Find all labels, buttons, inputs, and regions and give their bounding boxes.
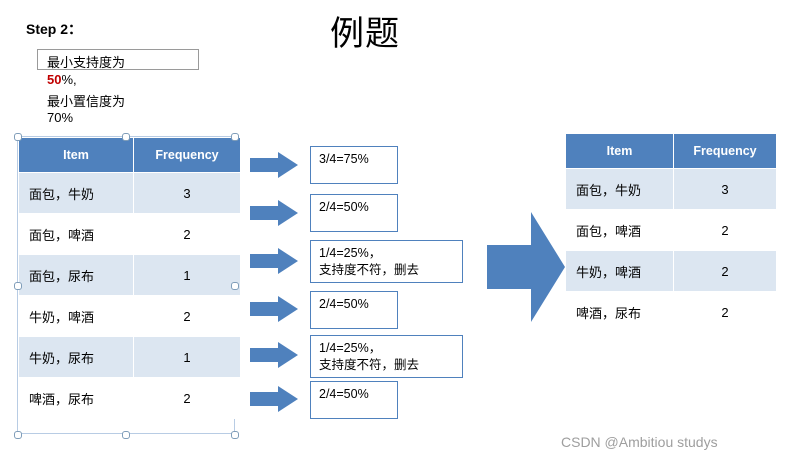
watermark-text: CSDN @Ambitiou studys xyxy=(561,434,718,450)
table-header-row: Item Frequency xyxy=(565,133,777,169)
cell-frequency: 2 xyxy=(673,209,777,251)
table-row: 面包，啤酒 2 xyxy=(565,209,777,251)
cell-item: 牛奶，尿布 xyxy=(18,336,134,378)
table-row: 面包，牛奶 3 xyxy=(565,168,777,210)
result-box-6: 2/4=50% xyxy=(310,381,398,419)
table-row: 啤酒，尿布 2 xyxy=(18,377,241,419)
confidence-line: 最小置信度为 xyxy=(47,94,126,109)
table-header-row: Item Frequency xyxy=(18,137,241,173)
resize-handle-bottom-right[interactable] xyxy=(231,431,239,439)
right-table-header-frequency: Frequency xyxy=(673,133,777,169)
cell-item: 牛奶，啤酒 xyxy=(18,295,134,337)
left-table-container[interactable]: Item Frequency 面包，牛奶 3 面包，啤酒 2 面包，尿布 1 牛… xyxy=(17,136,241,434)
cell-frequency: 1 xyxy=(133,336,241,378)
cell-frequency: 2 xyxy=(133,377,241,419)
cell-item: 面包，牛奶 xyxy=(565,168,674,210)
arrow-right-icon-5 xyxy=(250,342,298,368)
result-text: 3/4=75% xyxy=(319,152,369,166)
cell-item: 面包，啤酒 xyxy=(18,213,134,255)
cell-frequency: 3 xyxy=(673,168,777,210)
table-row: 牛奶，啤酒 2 xyxy=(565,250,777,292)
resize-handle-middle-right[interactable] xyxy=(231,282,239,290)
arrow-right-icon-1 xyxy=(250,152,298,178)
left-table: Item Frequency 面包，牛奶 3 面包，啤酒 2 面包，尿布 1 牛… xyxy=(18,137,241,419)
right-table: Item Frequency 面包，牛奶 3 面包，啤酒 2 牛奶，啤酒 2 啤… xyxy=(565,133,777,333)
table-row: 牛奶，啤酒 2 xyxy=(18,295,241,337)
resize-handle-top-left[interactable] xyxy=(14,133,22,141)
support-suffix: %, xyxy=(61,72,77,87)
left-table-header-frequency: Frequency xyxy=(133,137,241,173)
cell-item: 面包，牛奶 xyxy=(18,172,134,214)
resize-handle-top-center[interactable] xyxy=(122,133,130,141)
result-text: 2/4=50% xyxy=(319,200,369,214)
support-textbox xyxy=(37,49,199,70)
result-box-2: 2/4=50% xyxy=(310,194,398,232)
cell-frequency: 2 xyxy=(673,291,777,333)
result-box-1: 3/4=75% xyxy=(310,146,398,184)
table-row: 面包，牛奶 3 xyxy=(18,172,241,214)
support-value: 50 xyxy=(47,72,62,87)
result-box-4: 2/4=50% xyxy=(310,291,398,329)
result-text: 2/4=50% xyxy=(319,387,369,401)
support-percentage: 50%, xyxy=(47,72,77,87)
right-table-header-item: Item xyxy=(565,133,674,169)
result-text-line2: 支持度不符，删去 xyxy=(319,358,420,372)
confidence-value: 70% xyxy=(47,110,74,125)
arrow-right-icon-4 xyxy=(250,296,298,322)
table-row: 面包，尿布 1 xyxy=(18,254,241,296)
right-table-container: Item Frequency 面包，牛奶 3 面包，啤酒 2 牛奶，啤酒 2 啤… xyxy=(565,133,777,349)
support-line-1: 最小支持度为 xyxy=(47,55,126,70)
result-text-line1: 1/4=25%， xyxy=(319,341,382,355)
step-label: Step 2： xyxy=(26,21,83,37)
resize-handle-top-right[interactable] xyxy=(231,133,239,141)
cell-frequency: 2 xyxy=(133,213,241,255)
cell-frequency: 2 xyxy=(133,295,241,337)
result-box-3: 1/4=25%， 支持度不符，删去 xyxy=(310,240,463,283)
table-row: 牛奶，尿布 1 xyxy=(18,336,241,378)
resize-handle-bottom-left[interactable] xyxy=(14,431,22,439)
cell-frequency: 2 xyxy=(673,250,777,292)
resize-handle-bottom-center[interactable] xyxy=(122,431,130,439)
cell-item: 啤酒，尿布 xyxy=(565,291,674,333)
cell-item: 牛奶，啤酒 xyxy=(565,250,674,292)
arrow-right-icon-2 xyxy=(250,200,298,226)
cell-item: 面包，啤酒 xyxy=(565,209,674,251)
cell-item: 面包，尿布 xyxy=(18,254,134,296)
page-title: 例题 xyxy=(330,16,400,53)
result-text-line2: 支持度不符，删去 xyxy=(319,263,420,277)
result-box-5: 1/4=25%， 支持度不符，删去 xyxy=(310,335,463,378)
arrow-right-big-icon xyxy=(487,212,565,322)
left-table-header-item: Item xyxy=(18,137,134,173)
result-text: 2/4=50% xyxy=(319,297,369,311)
table-row: 啤酒，尿布 2 xyxy=(565,291,777,333)
arrow-right-icon-6 xyxy=(250,386,298,412)
arrow-right-icon-3 xyxy=(250,248,298,274)
table-row: 面包，啤酒 2 xyxy=(18,213,241,255)
cell-item: 啤酒，尿布 xyxy=(18,377,134,419)
cell-frequency: 3 xyxy=(133,172,241,214)
cell-frequency: 1 xyxy=(133,254,241,296)
resize-handle-middle-left[interactable] xyxy=(14,282,22,290)
result-text-line1: 1/4=25%， xyxy=(319,246,382,260)
